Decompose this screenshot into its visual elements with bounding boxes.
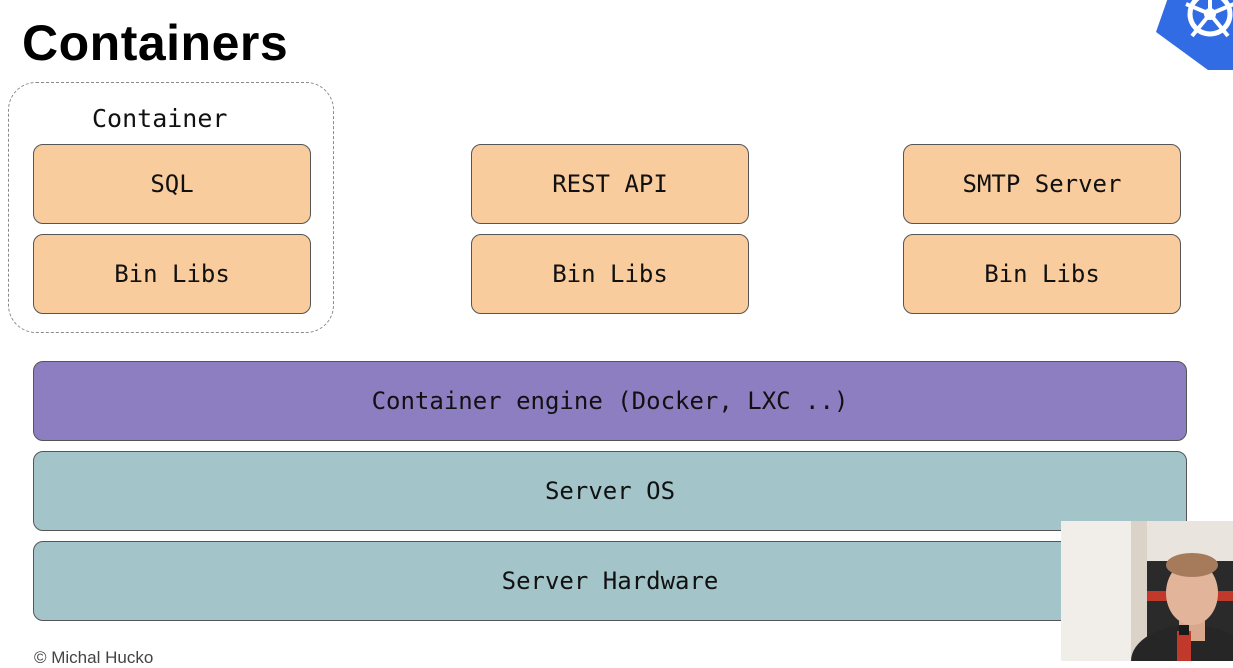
app-box-sql: SQL [33, 144, 311, 224]
app-box-label: SQL [150, 170, 194, 198]
engine-label: Container engine (Docker, LXC ..) [371, 387, 849, 415]
libs-box-2: Bin Libs [471, 234, 749, 314]
presenter-webcam-overlay [1061, 521, 1233, 661]
app-box-smtp-server: SMTP Server [903, 144, 1181, 224]
hardware-label: Server Hardware [501, 567, 719, 595]
libs-box-label: Bin Libs [984, 260, 1100, 288]
app-box-label: SMTP Server [962, 170, 1122, 198]
libs-box-1: Bin Libs [33, 234, 311, 314]
container-engine-layer: Container engine (Docker, LXC ..) [33, 361, 1187, 441]
libs-box-3: Bin Libs [903, 234, 1181, 314]
slide-title: Containers [22, 15, 289, 71]
app-box-label: REST API [552, 170, 668, 198]
container-label: Container [92, 104, 228, 133]
server-os-layer: Server OS [33, 451, 1187, 531]
copyright-text: © Michal Hucko [34, 648, 154, 667]
server-hardware-layer: Server Hardware [33, 541, 1187, 621]
kubernetes-logo-icon [1156, 0, 1233, 70]
os-label: Server OS [544, 477, 676, 505]
container-group-outline [8, 82, 334, 333]
app-box-rest-api: REST API [471, 144, 749, 224]
libs-box-label: Bin Libs [114, 260, 230, 288]
libs-box-label: Bin Libs [552, 260, 668, 288]
